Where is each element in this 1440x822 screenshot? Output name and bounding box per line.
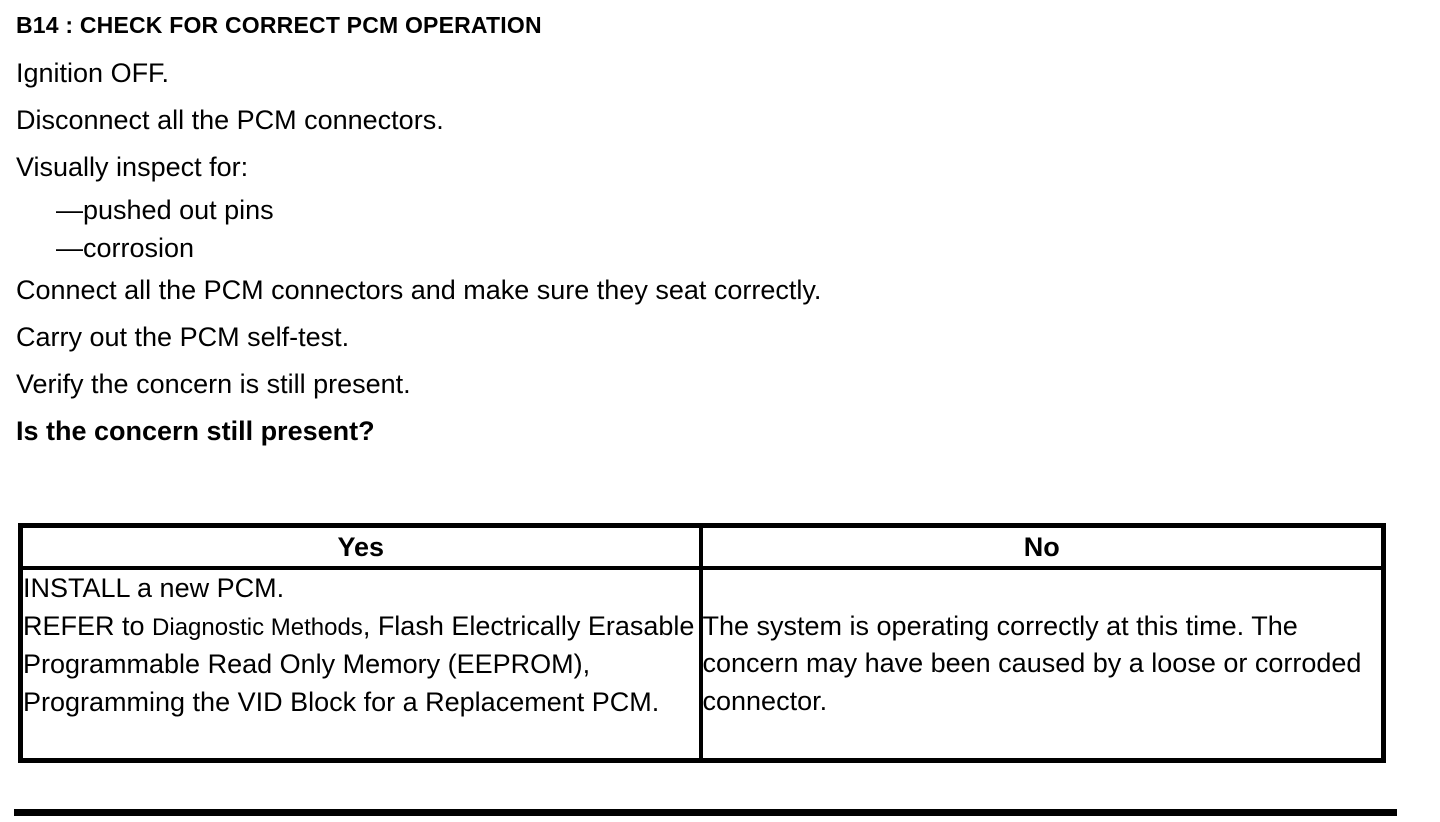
procedure-step-ignition: Ignition OFF. — [16, 58, 170, 88]
no-column-header: No — [698, 523, 1386, 570]
inspect-item-pins: —pushed out pins — [56, 195, 274, 225]
procedure-step-disconnect: Disconnect all the PCM connectors. — [16, 105, 444, 135]
procedure-step-verify: Verify the concern is still present. — [16, 369, 411, 399]
procedure-step-inspect: Visually inspect for: — [16, 152, 249, 182]
yes-install-line: INSTALL a new PCM. — [23, 573, 285, 603]
decision-table-header-row: Yes No — [18, 523, 1386, 570]
decision-table-body-row: INSTALL a new PCM. REFER to Diagnostic M… — [18, 566, 1386, 763]
yes-refer-suffix: , Flash Electrically Erasable Programmab… — [23, 610, 695, 717]
yes-refer-prefix: REFER to — [23, 610, 153, 641]
page-title: B14 : CHECK FOR CORRECT PCM OPERATION — [16, 12, 542, 38]
refer-reference-name: Diagnostic Methods — [152, 613, 363, 641]
yes-result-cell: INSTALL a new PCM. REFER to Diagnostic M… — [18, 566, 703, 763]
procedure-step-selftest: Carry out the PCM self-test. — [16, 322, 350, 352]
decision-question: Is the concern still present? — [16, 416, 375, 446]
bottom-rule — [14, 809, 1397, 816]
yes-column-header: Yes — [18, 523, 703, 570]
procedure-step-connect: Connect all the PCM connectors and make … — [16, 275, 822, 305]
decision-table: Yes No INSTALL a new PCM. REFER to Diagn… — [18, 523, 1386, 763]
inspect-item-corrosion: —corrosion — [56, 233, 195, 263]
no-result-cell: The system is operating correctly at thi… — [698, 566, 1386, 763]
